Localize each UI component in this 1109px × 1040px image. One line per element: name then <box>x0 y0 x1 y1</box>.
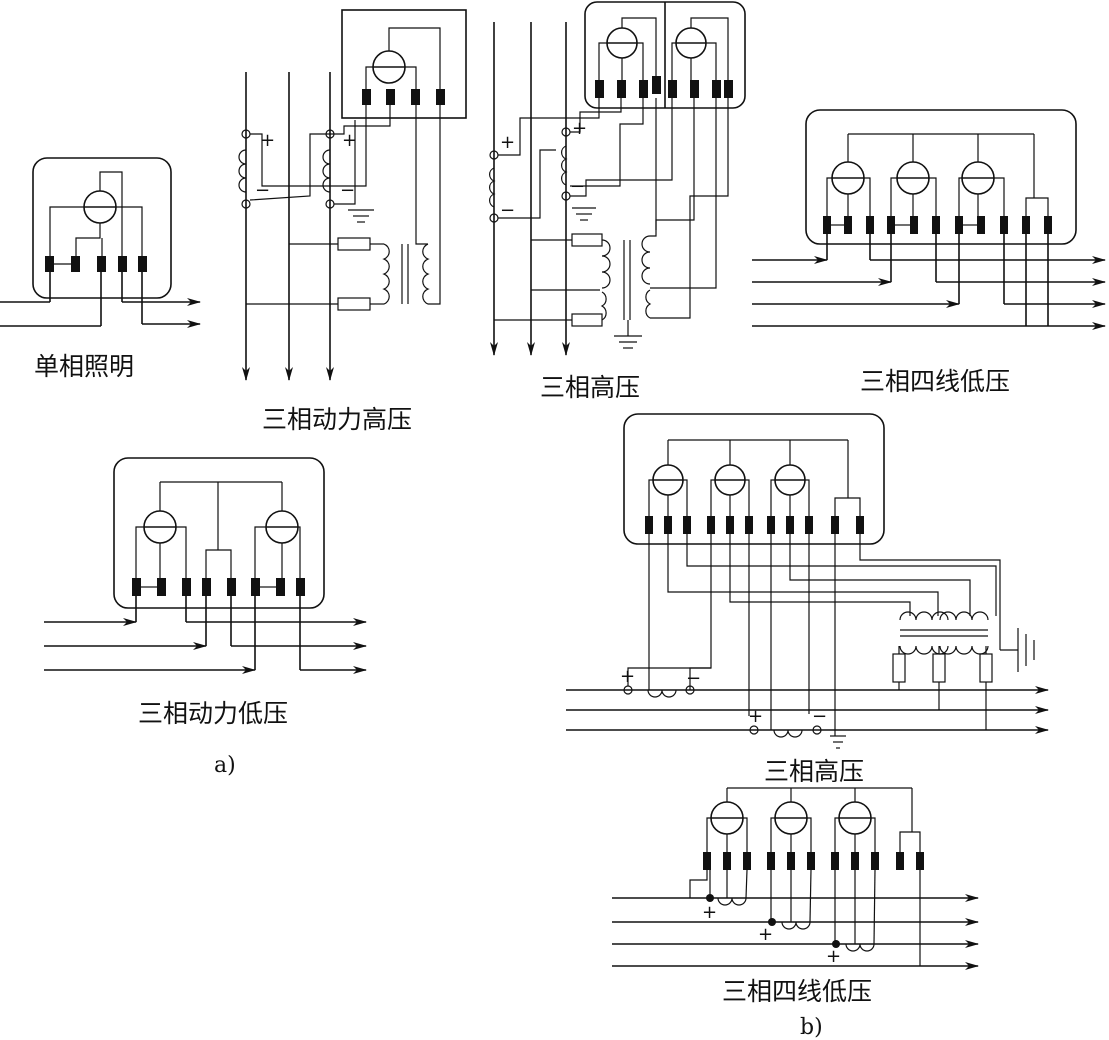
svg-text:−: − <box>255 180 270 201</box>
label-three-phase-4wire-lv-b: 三相四线低压 <box>722 977 872 1006</box>
three-phase-power-lv-diagram: 三相动力低压 a) <box>44 457 367 778</box>
label-three-phase-hv-a: 三相高压 <box>540 373 640 402</box>
svg-text:+: + <box>500 132 515 153</box>
label-part-a: a) <box>214 753 236 778</box>
label-three-phase-power-lv: 三相动力低压 <box>138 699 288 728</box>
three-phase-power-hv-diagram: + − + − 三相动力高压 <box>238 9 467 434</box>
svg-text:−: − <box>500 200 515 221</box>
three-phase-hv-diagram-b: + − + − 三相高压 <box>566 413 1049 786</box>
svg-text:−: − <box>812 706 827 727</box>
three-phase-4wire-lv-diagram-a: 三相四线低压 <box>752 109 1106 396</box>
svg-text:+: + <box>758 924 773 945</box>
label-single-phase-lighting: 单相照明 <box>34 352 134 381</box>
label-three-phase-4wire-lv-a: 三相四线低压 <box>860 367 1010 396</box>
svg-text:+: + <box>260 130 275 151</box>
svg-text:−: − <box>686 668 701 689</box>
label-part-b: b) <box>800 1015 823 1040</box>
label-three-phase-hv-b: 三相高压 <box>764 757 864 786</box>
three-phase-4wire-lv-diagram-b: + + + 三相四线低压 b) <box>612 787 979 1040</box>
three-phase-hv-diagram-a: + − + − 三相高压 <box>489 1 746 402</box>
svg-text:+: + <box>748 706 763 727</box>
svg-text:+: + <box>702 902 717 923</box>
label-three-phase-power-hv: 三相动力高压 <box>262 405 412 434</box>
single-phase-lighting-diagram: 单相照明 <box>0 157 201 381</box>
svg-text:−: − <box>340 180 355 201</box>
svg-text:+: + <box>826 946 841 967</box>
svg-text:+: + <box>342 130 357 151</box>
